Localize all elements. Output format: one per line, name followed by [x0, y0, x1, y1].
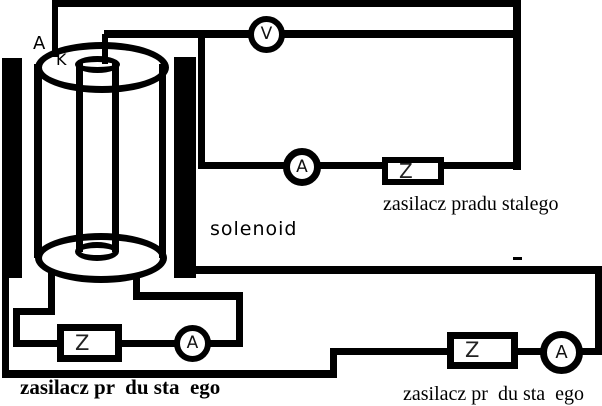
- left-black-bar: [2, 58, 22, 278]
- supply-box-bottom-right: Z: [447, 332, 518, 369]
- ammeter-top-label: A: [296, 156, 308, 177]
- ammeter-bottom-right: A: [540, 331, 583, 374]
- wire-ammeter-right-bottom-right: [578, 348, 598, 355]
- solenoid-label: solenoid: [210, 218, 298, 240]
- supply-box-bottom-right-label: Z: [465, 338, 480, 362]
- wire-right-vertical-bottom: [595, 266, 602, 355]
- terminal-a-label: A: [33, 33, 46, 54]
- voltmeter: V: [248, 16, 285, 53]
- cylinder-top-ellipse: [35, 42, 169, 93]
- cylinder-bottom-ellipse: [35, 233, 167, 283]
- wire-left-bar-vertical: [2, 274, 9, 378]
- wire-top-horizontal: [52, 0, 520, 7]
- supply-box-top-label: Z: [399, 159, 413, 183]
- cylinder-right-wall: [159, 64, 166, 258]
- ammeter-top: A: [283, 148, 321, 186]
- inner-tube-left-wall: [76, 62, 83, 252]
- wire-loop-horizontal-bottom-left: [133, 292, 243, 300]
- cylinder-left-wall: [34, 64, 42, 258]
- wire-z-to-ammeter-bottom-left: [122, 340, 176, 347]
- wire-loop-vertical-bottom-left: [236, 292, 243, 347]
- wire-bottom-horizontal: [2, 370, 337, 378]
- terminal-k-label: K: [56, 50, 67, 69]
- wire-ammeter-right-bottom-left: [208, 340, 243, 347]
- inner-tube-bottom-ellipse: [75, 242, 119, 261]
- voltmeter-label: V: [260, 24, 273, 44]
- wire-step-vertical-bottom-right: [330, 348, 337, 376]
- inner-tube-top-ellipse: [75, 56, 120, 73]
- wire-branch-horizontal: [198, 162, 514, 169]
- wire-to-z-bottom-right: [330, 348, 448, 355]
- wire-branch-vertical: [198, 30, 205, 167]
- right-black-bar: [174, 57, 196, 278]
- supply-box-top: Z: [382, 157, 444, 185]
- ammeter-bottom-right-label: A: [555, 341, 568, 363]
- wire-bar-top-horizontal: [190, 266, 602, 274]
- wire-k-horizontal: [104, 30, 517, 38]
- wire-z-to-ammeter-bottom-right: [516, 348, 542, 355]
- wire-step-vertical-left: [13, 308, 20, 347]
- ammeter-bottom-left: A: [174, 325, 211, 362]
- supply-box-bottom-left-label: Z: [75, 330, 90, 355]
- ammeter-bottom-left-label: A: [186, 333, 199, 353]
- caption-bottom-left: zasilacz pr du sta ego: [20, 375, 221, 399]
- wire-solenoid-right-lead: [133, 274, 140, 300]
- wire-solenoid-left-lead: [48, 270, 55, 315]
- inner-tube-right-wall: [112, 62, 119, 252]
- supply-box-bottom-left: Z: [57, 324, 122, 362]
- dash-mark: [513, 257, 522, 260]
- caption-bottom-right: zasilacz pr du sta ego: [403, 383, 585, 405]
- wire-right-vertical-top: [513, 0, 521, 170]
- caption-top-right: zasilacz pradu stalego: [383, 193, 559, 215]
- wire-terminal-a-vertical: [52, 3, 58, 57]
- wire-to-z-bottom-left: [13, 340, 58, 347]
- wire-step-horizontal-left: [13, 308, 55, 315]
